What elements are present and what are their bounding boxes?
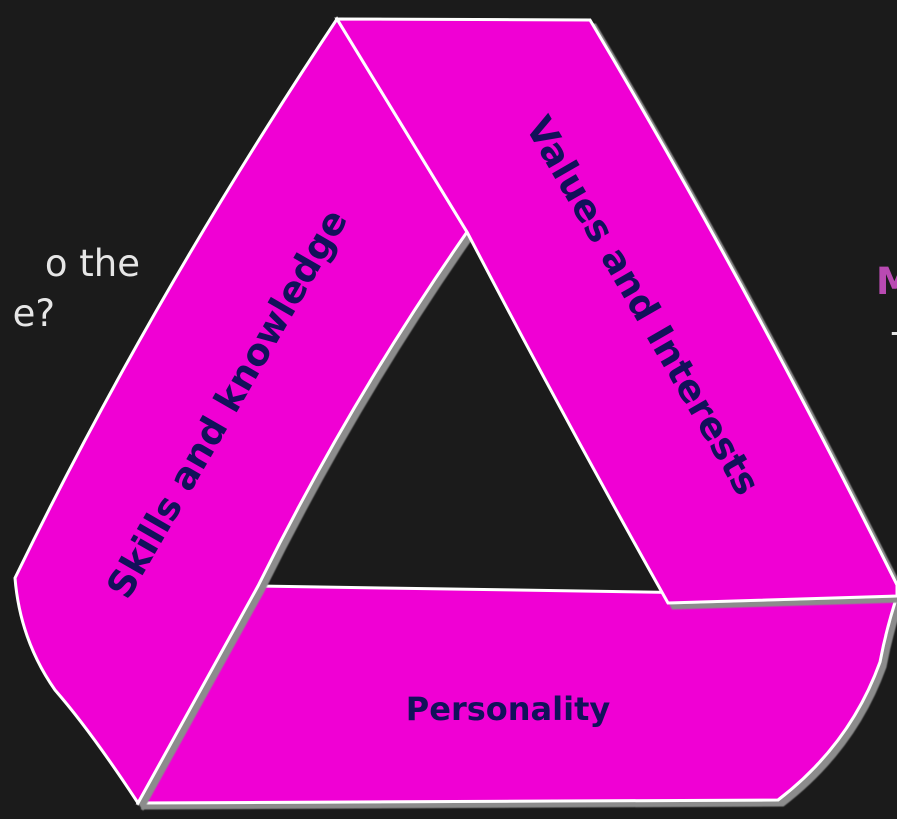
right-text-line-2: -: [890, 308, 897, 356]
left-question-text-line-1: o the: [44, 242, 140, 285]
skills-knowledge-band: [13, 16, 469, 806]
left-question-text-line-2: e?: [12, 292, 55, 335]
values-interests-band: [334, 17, 897, 605]
right-heading-text: M: [876, 260, 897, 303]
personality-label: Personality: [406, 690, 611, 728]
